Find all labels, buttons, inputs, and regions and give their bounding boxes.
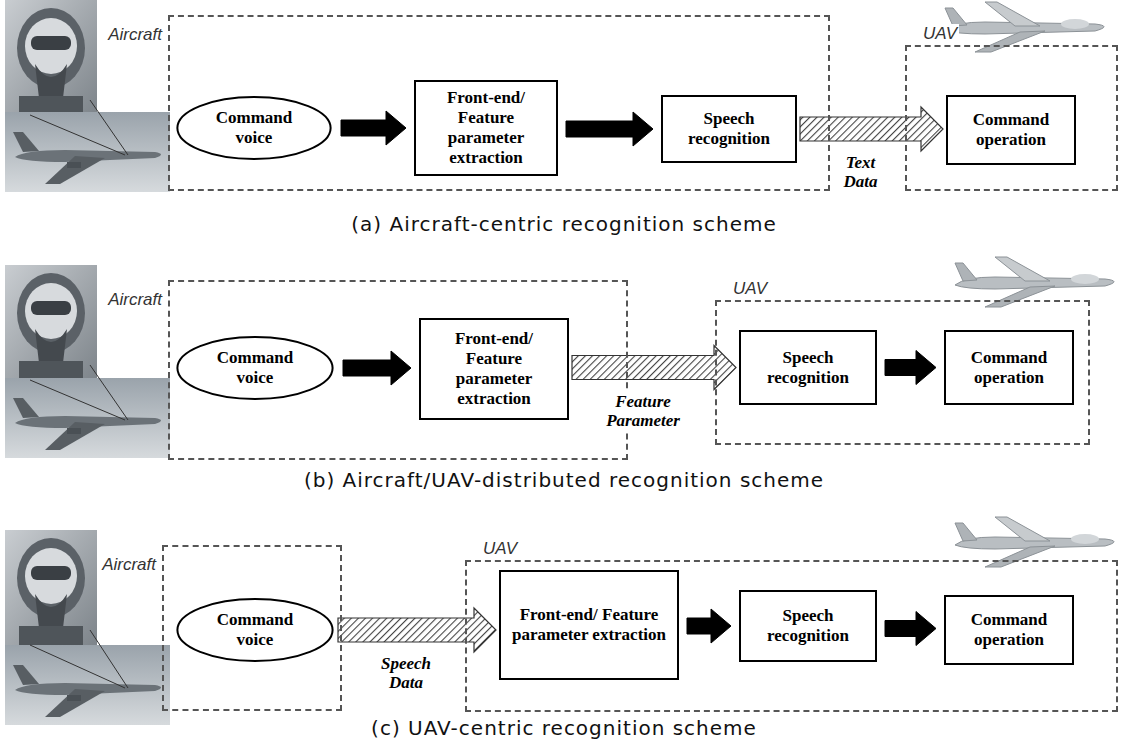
dashed-region: AircraftCommand voice — [162, 545, 342, 711]
dashed-region: AircraftCommand voiceFront-end/ Feature … — [168, 15, 830, 191]
edge-label: Text Data — [842, 153, 880, 191]
region-label: Aircraft — [106, 25, 164, 45]
flow-arrow — [885, 351, 936, 385]
node-text: Command voice — [205, 348, 305, 388]
dashed-region: AircraftCommand voiceFront-end/ Feature … — [168, 280, 628, 460]
process-box: Speech recognition — [661, 95, 797, 163]
node-text: Command operation — [953, 610, 1065, 650]
figure-caption: (c) UAV-centric recognition scheme — [0, 716, 1128, 740]
figure-caption: (b) Aircraft/UAV-distributed recognition… — [0, 468, 1128, 492]
node-text: Speech recognition — [670, 109, 788, 149]
flow-arrow — [885, 612, 936, 646]
node-text: Command voice — [204, 108, 304, 148]
node-text: Front-end/ Feature parameter extraction — [508, 605, 670, 645]
flow-arrow — [343, 351, 411, 385]
process-box: Command operation — [944, 595, 1074, 665]
flow-arrow — [687, 609, 731, 643]
region-label: Aircraft — [100, 555, 158, 575]
transmission-arrow — [572, 346, 736, 390]
node-text: Front-end/ Feature parameter extraction — [428, 329, 560, 409]
flow-arrow — [341, 111, 406, 145]
dashed-region: UAVFront-end/ Feature parameter extracti… — [465, 560, 1118, 712]
input-ellipse: Command voice — [175, 597, 335, 663]
node-text: Command operation — [953, 348, 1065, 388]
node-text: Command voice — [205, 610, 305, 650]
transmission-arrow — [338, 608, 496, 652]
input-ellipse: Command voice — [175, 95, 333, 161]
dashed-region: UAVCommand operation — [905, 45, 1118, 191]
process-box: Front-end/ Feature parameter extraction — [419, 318, 569, 420]
process-box: Command operation — [946, 95, 1076, 165]
node-text: Speech recognition — [748, 348, 868, 388]
region-label: UAV — [921, 24, 959, 44]
process-box: Speech recognition — [739, 590, 877, 662]
input-ellipse: Command voice — [175, 335, 335, 401]
dashed-region: UAVSpeech recognitionCommand operation — [715, 300, 1090, 445]
edge-label: Feature Parameter — [604, 392, 682, 430]
region-label: Aircraft — [106, 290, 164, 310]
process-box: Front-end/ Feature parameter extraction — [499, 570, 679, 680]
region-label: UAV — [481, 539, 519, 559]
process-box: Speech recognition — [739, 330, 877, 405]
process-box: Front-end/ Feature parameter extraction — [414, 80, 558, 176]
edge-label: Speech Data — [379, 654, 433, 692]
flow-arrow — [566, 112, 653, 146]
node-text: Speech recognition — [748, 606, 868, 646]
process-box: Command operation — [944, 330, 1074, 405]
figure-caption: (a) Aircraft-centric recognition scheme — [0, 212, 1128, 236]
transmission-arrow — [800, 107, 943, 151]
node-text: Command operation — [955, 110, 1067, 150]
node-text: Front-end/ Feature parameter extraction — [423, 88, 549, 168]
region-label: UAV — [731, 279, 769, 299]
